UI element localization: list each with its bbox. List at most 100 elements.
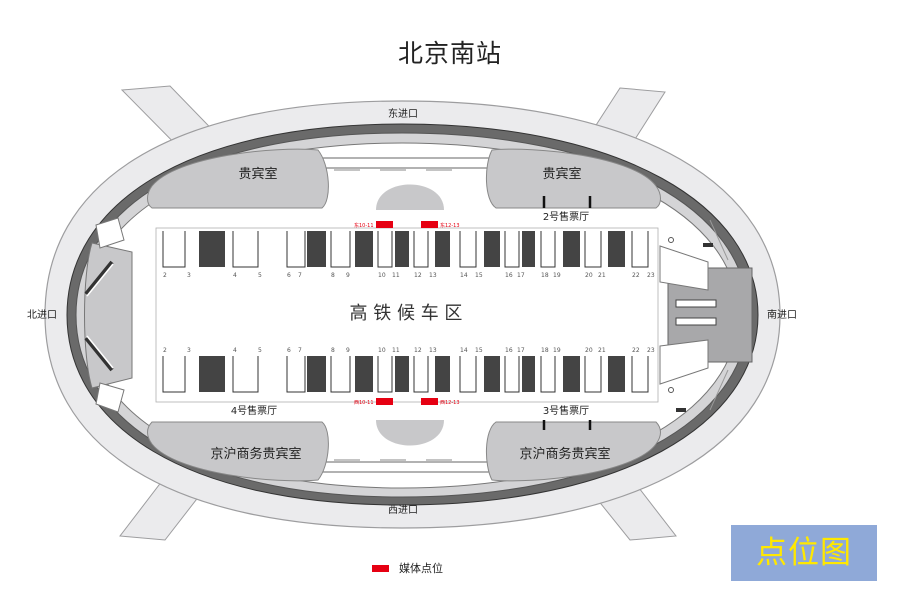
gate-number: 8 bbox=[331, 347, 335, 354]
gate-number: 17 bbox=[517, 347, 525, 354]
gate-number: 21 bbox=[598, 347, 606, 354]
gate-number: 17 bbox=[517, 272, 525, 279]
gate-number: 4 bbox=[233, 347, 237, 354]
gate-number: 14 bbox=[460, 272, 468, 279]
media-point-bottom-right bbox=[421, 398, 438, 405]
media-point-label-bottom-left: 西10-11 bbox=[354, 400, 374, 406]
gate-number: 9 bbox=[346, 347, 350, 354]
gate-number: 2 bbox=[163, 272, 167, 279]
north-end-hall bbox=[84, 217, 133, 413]
gate-open-cell bbox=[631, 356, 649, 393]
ticket-hall-2-label: 2号售票厅 bbox=[543, 210, 589, 223]
gate-number: 23 bbox=[647, 272, 655, 279]
gate-number: 23 bbox=[647, 347, 655, 354]
gate-open-cell bbox=[232, 356, 259, 393]
legend: 媒体点位 bbox=[372, 560, 443, 576]
gate-number: 12 bbox=[414, 272, 422, 279]
gate-number: 18 bbox=[541, 272, 549, 279]
ticket-hall-4-label: 4号售票厅 bbox=[231, 404, 277, 417]
gate-open-cell bbox=[459, 231, 477, 268]
gate-number: 22 bbox=[632, 347, 640, 354]
gate-number: 20 bbox=[585, 347, 593, 354]
gate-number: 21 bbox=[598, 272, 606, 279]
gate-pillar bbox=[484, 231, 500, 267]
gate-pillar bbox=[484, 356, 500, 392]
gate-open-cell bbox=[631, 231, 649, 268]
ticket-hall-3-label: 3号售票厅 bbox=[543, 404, 589, 417]
gate-number: 6 bbox=[287, 347, 291, 354]
business-room-left-label: 京沪商务贵宾室 bbox=[210, 446, 301, 462]
gate-open-cell bbox=[413, 356, 429, 393]
gate-pillar bbox=[608, 356, 625, 392]
gate-number: 20 bbox=[585, 272, 593, 279]
gate-open-cell bbox=[584, 356, 602, 393]
vip-room-right-label: 贵宾室 bbox=[542, 166, 581, 182]
gate-open-cell bbox=[584, 231, 602, 268]
media-point-top-right bbox=[421, 221, 438, 228]
gate-open-cell bbox=[286, 231, 306, 268]
gate-number: 8 bbox=[331, 272, 335, 279]
room-shapes bbox=[147, 148, 661, 482]
business-room-right-shape bbox=[485, 421, 661, 482]
media-point-label-top-right: 东12-13 bbox=[440, 222, 460, 229]
gate-number: 18 bbox=[541, 347, 549, 354]
gate-number: 11 bbox=[392, 272, 400, 279]
vip-room-right-shape bbox=[485, 148, 661, 209]
gate-number: 9 bbox=[346, 272, 350, 279]
south-entrance-label: 南进口 bbox=[767, 308, 797, 321]
gate-number: 19 bbox=[553, 272, 561, 279]
gate-number: 3 bbox=[187, 272, 191, 279]
gate-open-cell bbox=[286, 356, 306, 393]
gate-number: 13 bbox=[429, 347, 437, 354]
legend-label: 媒体点位 bbox=[399, 562, 443, 575]
vip-room-left-shape bbox=[147, 148, 329, 209]
media-points: 东10-11 东12-13 西10-11 西12-13 bbox=[354, 221, 460, 406]
gate-open-cell bbox=[232, 231, 259, 268]
gate-number: 16 bbox=[505, 272, 513, 279]
gate-number: 19 bbox=[553, 347, 561, 354]
gate-number: 14 bbox=[460, 347, 468, 354]
media-point-bottom-left bbox=[376, 398, 393, 405]
gate-number: 11 bbox=[392, 347, 400, 354]
business-room-right-label: 京沪商务贵宾室 bbox=[519, 446, 610, 462]
gate-open-cell bbox=[413, 231, 429, 268]
east-entrance-label: 东进口 bbox=[388, 107, 418, 120]
map-type-badge: 点位图 bbox=[731, 525, 877, 581]
gate-open-cell bbox=[377, 356, 393, 393]
gate-pillar bbox=[199, 231, 225, 267]
gate-open-cell bbox=[377, 231, 393, 268]
gate-pillar bbox=[522, 231, 535, 267]
gate-pillar bbox=[307, 356, 326, 392]
gate-open-cell bbox=[330, 356, 351, 393]
gate-pillar bbox=[522, 356, 535, 392]
media-point-top-left bbox=[376, 221, 393, 228]
gate-pillar bbox=[395, 231, 409, 267]
gate-number: 5 bbox=[258, 272, 262, 279]
gate-pillar bbox=[608, 231, 625, 267]
gate-open-cell bbox=[459, 356, 477, 393]
media-point-label-top-left: 东10-11 bbox=[354, 222, 374, 229]
west-entrance-label: 西进口 bbox=[388, 504, 418, 516]
gate-number: 7 bbox=[298, 347, 302, 354]
gate-number: 16 bbox=[505, 347, 513, 354]
business-room-left-shape bbox=[147, 421, 329, 482]
gate-number: 10 bbox=[378, 347, 386, 354]
gate-number: 15 bbox=[475, 347, 483, 354]
center-half-domes bbox=[376, 184, 444, 446]
media-point-label-bottom-right: 西12-13 bbox=[440, 400, 460, 406]
gate-number: 12 bbox=[414, 347, 422, 354]
gate-open-cell bbox=[330, 231, 351, 268]
gate-number: 5 bbox=[258, 347, 262, 354]
north-entrance-label: 北进口 bbox=[27, 309, 57, 321]
gate-pillar bbox=[355, 231, 373, 267]
gate-pillar bbox=[355, 356, 373, 392]
gate-pillar bbox=[395, 356, 409, 392]
gate-pillar bbox=[199, 356, 225, 392]
gate-pillar bbox=[563, 356, 580, 392]
gate-number: 13 bbox=[429, 272, 437, 279]
gate-open-cell bbox=[504, 356, 520, 393]
gate-number: 6 bbox=[287, 272, 291, 279]
media-point-legend-icon bbox=[372, 564, 389, 572]
gate-number: 3 bbox=[187, 347, 191, 354]
